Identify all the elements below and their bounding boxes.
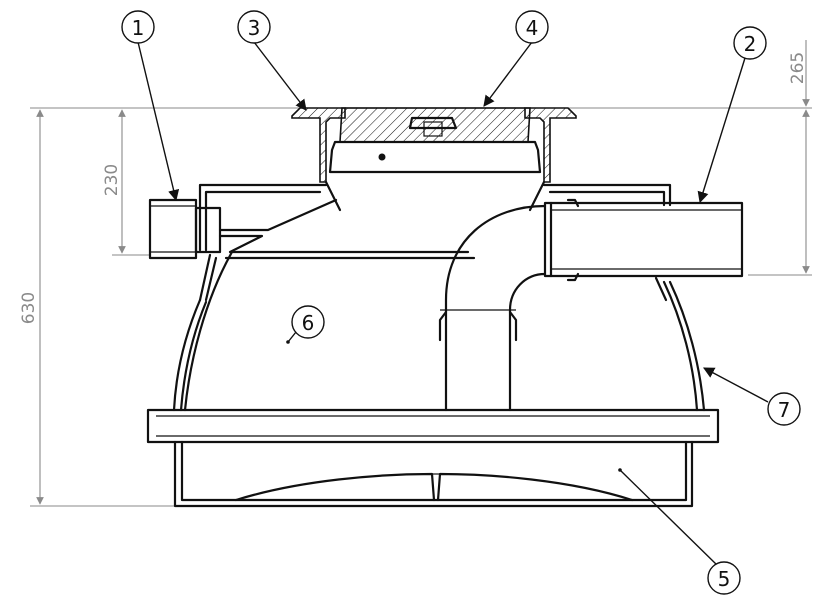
callout-1: 1	[121, 10, 155, 44]
callout-5: 5	[707, 561, 741, 595]
dimension-265-label: 265	[788, 52, 808, 84]
callout-6: 6	[291, 305, 325, 339]
callout-5-label: 5	[718, 567, 731, 591]
callout-4: 4	[515, 10, 549, 44]
inner-chamber	[183, 250, 476, 412]
callout-6-label: 6	[302, 311, 315, 335]
callout-leaders	[137, 41, 769, 567]
tank-upper-shell	[198, 183, 672, 302]
callout-7-label: 7	[778, 398, 791, 422]
inlet-pipe	[148, 198, 338, 260]
callout-2: 2	[733, 26, 767, 60]
callout-1-label: 1	[132, 16, 145, 40]
tank-base	[146, 408, 720, 508]
callout-3: 3	[237, 10, 271, 44]
tank-dome-wall	[172, 280, 706, 412]
callout-7: 7	[767, 392, 801, 426]
dimension-230-label: 230	[102, 164, 122, 196]
callout-2-label: 2	[744, 32, 757, 56]
dimension-630-label: 630	[19, 292, 39, 324]
outlet-elbow	[438, 198, 744, 412]
cover-assembly	[291, 107, 577, 212]
callout-4-label: 4	[526, 16, 539, 40]
callout-3-label: 3	[248, 16, 261, 40]
